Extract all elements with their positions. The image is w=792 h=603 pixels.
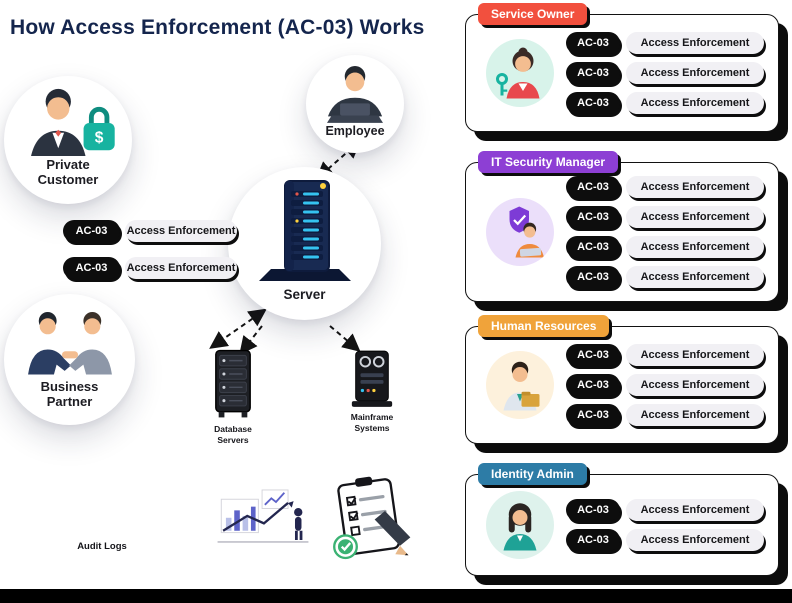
control-row: AC-03 Access Enforcement bbox=[566, 176, 764, 198]
role-tab-human-resources: Human Resources bbox=[478, 315, 610, 337]
control-label-pill: Access Enforcement bbox=[626, 32, 764, 54]
control-label-pill: Access Enforcement bbox=[125, 220, 237, 242]
svg-text:$: $ bbox=[95, 129, 104, 146]
control-row: AC-03 Access Enforcement bbox=[566, 529, 764, 551]
private-customer-icon: $ bbox=[9, 86, 127, 158]
link-row-1: AC-03 Access Enforcement bbox=[63, 220, 237, 242]
control-row: AC-03 Access Enforcement bbox=[566, 266, 764, 288]
control-label-pill: Access Enforcement bbox=[125, 257, 237, 279]
control-code-pill: AC-03 bbox=[63, 257, 120, 279]
business-partner-icon bbox=[12, 310, 128, 380]
control-label-pill: Access Enforcement bbox=[626, 236, 764, 258]
control-code-pill: AC-03 bbox=[566, 266, 620, 288]
server-icon bbox=[241, 175, 369, 287]
role-tab-service-owner: Service Owner bbox=[478, 3, 588, 25]
control-row: AC-03 Access Enforcement bbox=[566, 344, 764, 366]
server-rack-icon bbox=[212, 348, 254, 420]
node-employee: Employee bbox=[306, 55, 404, 153]
control-code-pill: AC-03 bbox=[566, 62, 620, 84]
human-resources-avatar bbox=[486, 351, 554, 419]
analytics-illustration-icon bbox=[212, 482, 314, 548]
control-label-pill: Access Enforcement bbox=[626, 374, 764, 396]
control-row: AC-03 Access Enforcement bbox=[566, 32, 764, 54]
control-row: AC-03 Access Enforcement bbox=[566, 374, 764, 396]
role-card-identity-admin: AC-03 Access Enforcement AC-03 Access En… bbox=[465, 474, 779, 576]
node-private-customer: $ Private Customer bbox=[4, 76, 132, 204]
control-code-pill: AC-03 bbox=[566, 176, 620, 198]
control-label-pill: Access Enforcement bbox=[626, 266, 764, 288]
control-label-pill: Access Enforcement bbox=[626, 344, 764, 366]
node-label: Private Customer bbox=[37, 157, 99, 187]
control-code-pill: AC-03 bbox=[566, 206, 620, 228]
control-code-pill: AC-03 bbox=[566, 499, 620, 521]
control-label-pill: Access Enforcement bbox=[626, 499, 764, 521]
bottom-black-strip bbox=[0, 589, 792, 603]
node-server: Server bbox=[228, 167, 381, 320]
control-row: AC-03 Access Enforcement bbox=[566, 236, 764, 258]
it-security-manager-avatar bbox=[486, 198, 554, 266]
control-code-pill: AC-03 bbox=[566, 374, 620, 396]
control-label-pill: Access Enforcement bbox=[626, 529, 764, 551]
identity-admin-avatar bbox=[486, 491, 554, 559]
control-row: AC-03 Access Enforcement bbox=[566, 92, 764, 114]
control-row: AC-03 Access Enforcement bbox=[566, 206, 764, 228]
control-code-pill: AC-03 bbox=[566, 404, 620, 426]
control-code-pill: AC-03 bbox=[566, 529, 620, 551]
link-row-2: AC-03 Access Enforcement bbox=[63, 257, 237, 279]
role-card-human-resources: AC-03 Access Enforcement AC-03 Access En… bbox=[465, 326, 779, 444]
role-tab-it-security-manager: IT Security Manager bbox=[478, 151, 619, 173]
role-card-service-owner: AC-03 Access Enforcement AC-03 Access En… bbox=[465, 14, 779, 132]
role-tab-identity-admin: Identity Admin bbox=[478, 463, 587, 485]
service-owner-avatar bbox=[486, 39, 554, 107]
control-label-pill: Access Enforcement bbox=[626, 92, 764, 114]
node-business-partner: Business Partner bbox=[4, 294, 135, 425]
control-code-pill: AC-03 bbox=[566, 92, 620, 114]
control-label-pill: Access Enforcement bbox=[626, 62, 764, 84]
rack-caption: Database Servers bbox=[214, 424, 252, 445]
node-label: Server bbox=[283, 287, 326, 302]
control-code-pill: AC-03 bbox=[566, 344, 620, 366]
role-card-it-security-manager: AC-03 Access Enforcement AC-03 Access En… bbox=[465, 162, 779, 302]
audit-caption: Audit Logs bbox=[77, 541, 127, 552]
control-code-pill: AC-03 bbox=[63, 220, 120, 242]
control-code-pill: AC-03 bbox=[566, 236, 620, 258]
control-label-pill: Access Enforcement bbox=[626, 206, 764, 228]
control-row: AC-03 Access Enforcement bbox=[566, 62, 764, 84]
mainframe-icon bbox=[348, 349, 396, 409]
control-label-pill: Access Enforcement bbox=[626, 404, 764, 426]
node-label: Business Partner bbox=[40, 379, 99, 409]
control-row: AC-03 Access Enforcement bbox=[566, 404, 764, 426]
control-row: AC-03 Access Enforcement bbox=[566, 499, 764, 521]
mainframe-caption: Mainframe Systems bbox=[350, 412, 394, 433]
checklist-illustration-icon bbox=[322, 474, 416, 564]
node-label: Employee bbox=[325, 124, 385, 138]
control-code-pill: AC-03 bbox=[566, 32, 620, 54]
control-label-pill: Access Enforcement bbox=[626, 176, 764, 198]
page-title: How Access Enforcement (AC-03) Works bbox=[10, 16, 425, 39]
employee-icon bbox=[313, 64, 397, 124]
